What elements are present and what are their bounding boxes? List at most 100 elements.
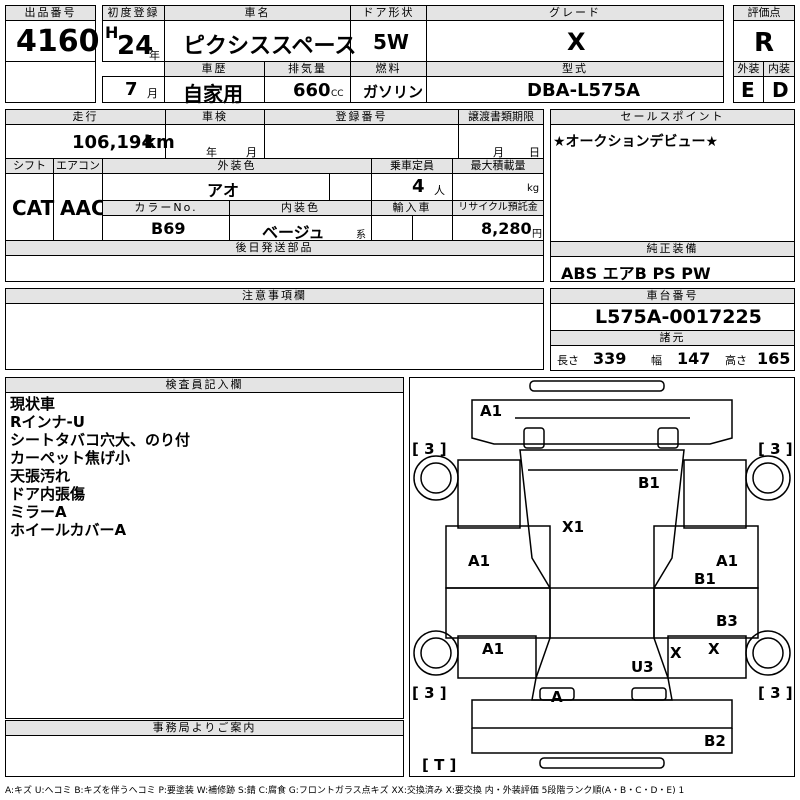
ext-color-label: 外装色 — [102, 158, 372, 174]
color-no: B69 — [151, 219, 186, 238]
max-load-unit: kg — [527, 183, 540, 194]
max-load-label: 最大積載量 — [452, 158, 544, 174]
inspector-line: Rインナ-U — [10, 413, 85, 431]
inspector-line: ドア内張傷 — [10, 485, 86, 503]
car-name-label: 車名 — [164, 5, 351, 21]
inspector-line: カーペット焦げ小 — [10, 449, 131, 467]
int-color-unit: 系 — [356, 230, 366, 241]
ext-score-cell: E — [733, 76, 764, 103]
legend: A:キズ U:ヘコミ B:キズを伴うヘコミ P:要塗装 W:補修跡 S:錆 C:… — [5, 786, 685, 796]
model-code: DBA-L575A — [527, 80, 641, 101]
reg-month: 7 — [125, 79, 138, 100]
capacity-unit: 人 — [434, 184, 445, 197]
model-code-label: 型式 — [426, 61, 724, 77]
lot-label: 出品番号 — [5, 5, 96, 21]
inspection-label: 車検 — [165, 109, 265, 125]
capacity: 4 — [412, 176, 425, 197]
inspector-line: 現状車 — [10, 395, 56, 413]
year-unit: 年 — [149, 49, 160, 62]
aircon-label: エアコン — [53, 158, 103, 174]
history-label: 車歴 — [164, 61, 265, 77]
fuel-label: 燃料 — [350, 61, 427, 77]
first-reg-month-cell: 7 月 — [102, 76, 165, 103]
aircon: AAC — [60, 196, 106, 220]
int-color-cell: ベージュ 系 — [229, 215, 372, 242]
ext-color-cell: アオ — [102, 173, 330, 201]
capacity-cell: 4 人 — [371, 173, 453, 201]
lot-number: 4160 — [16, 24, 100, 59]
tire-mark-rear-right: [ 3 ] — [758, 684, 793, 702]
lot-blank — [5, 61, 96, 103]
mark-x1: X1 — [562, 518, 584, 536]
office-label: 事務局よりご案内 — [5, 720, 404, 736]
dims-label: 諸元 — [550, 330, 795, 346]
inspector-line: ホイールカバーA — [10, 521, 127, 539]
mark-x-right: X — [708, 640, 720, 658]
recycle-cell: 8,280 円 — [452, 215, 544, 241]
tire-mark-rear-left: [ 3 ] — [412, 684, 447, 702]
displacement-unit: CC — [331, 89, 344, 99]
lot-cell: 4160 — [5, 20, 100, 62]
sales-point-label: セールスポイント — [550, 109, 795, 125]
transfer-month-unit: 月 — [493, 146, 504, 159]
int-score: D — [772, 78, 789, 102]
int-score-cell: D — [763, 76, 795, 103]
first-reg-year-cell: H 24 年 — [102, 20, 165, 62]
score-cell: R — [733, 20, 795, 62]
transfer-label: 譲渡書類期限 — [458, 109, 544, 125]
shift: CAT — [12, 196, 55, 220]
mark-a1-left-front: A1 — [468, 552, 490, 570]
tire-mark-front-right: [ 3 ] — [758, 440, 793, 458]
int-color: ベージュ — [262, 223, 325, 242]
history: 自家用 — [183, 82, 243, 106]
mark-b1-right: B1 — [694, 570, 716, 588]
inspector-line: シートタバコ穴大、のり付 — [10, 431, 191, 449]
first-reg-label: 初度登録 — [102, 5, 165, 21]
door-type: 5W — [373, 30, 409, 54]
recycle: 8,280 — [481, 219, 532, 238]
height-label: 高さ — [725, 354, 747, 367]
mileage-cell: 106,194 km — [5, 124, 175, 159]
equipment: ABS エアB PS PW — [561, 264, 711, 283]
mark-b2: B2 — [704, 732, 726, 750]
mark-u3: U3 — [631, 658, 654, 676]
recycle-label: リサイクル預託金 — [452, 200, 544, 216]
chassis: L575A-0017225 — [595, 306, 762, 328]
mark-x-rear: X — [670, 644, 682, 662]
door-label: ドア形状 — [350, 5, 427, 21]
aircon-cell: AAC — [53, 173, 106, 241]
import-cell-a — [371, 215, 413, 241]
chassis-label: 車台番号 — [550, 288, 795, 304]
month-unit: 月 — [147, 87, 158, 100]
max-load-cell: kg — [452, 173, 544, 201]
score: R — [754, 28, 775, 58]
mark-a-rear: A — [551, 688, 563, 706]
car-diagram-svg: A1 B1 X1 A1 A1 B1 A1 B3 X X U3 A B2 [ 3 … — [412, 380, 793, 774]
mileage-unit: km — [144, 132, 175, 153]
grade-cell: X — [426, 20, 724, 62]
capacity-label: 乗車定員 — [371, 158, 453, 174]
transfer-day-unit: 日 — [529, 146, 540, 159]
damage-diagram: A1 B1 X1 A1 A1 B1 A1 B3 X X U3 A B2 [ 3 … — [409, 377, 795, 777]
inspection-cell: 年 月 — [165, 124, 265, 159]
mileage: 106,194 — [72, 132, 154, 153]
sales-point-cell: ★オークションデビュー★ — [550, 124, 795, 242]
era: H — [105, 23, 119, 42]
equipment-label: 純正装備 — [550, 241, 795, 257]
score-label: 評価点 — [733, 5, 795, 21]
mileage-label: 走行 — [5, 109, 166, 125]
mark-a1-front: A1 — [480, 402, 502, 420]
reg-number-cell — [264, 124, 459, 159]
ext-score: E — [741, 78, 755, 102]
inspector-label: 検査員記入欄 — [5, 377, 404, 393]
shift-cell: CAT — [5, 173, 54, 241]
int-score-label: 内装 — [763, 61, 795, 77]
notes-cell — [5, 303, 544, 370]
color-no-label: カラーNo. — [102, 200, 230, 216]
ext-color: アオ — [207, 181, 240, 200]
shift-label: シフト — [5, 158, 54, 174]
reg-year: 24 — [117, 31, 154, 61]
car-name-cell: ピクシススペース — [164, 20, 356, 62]
